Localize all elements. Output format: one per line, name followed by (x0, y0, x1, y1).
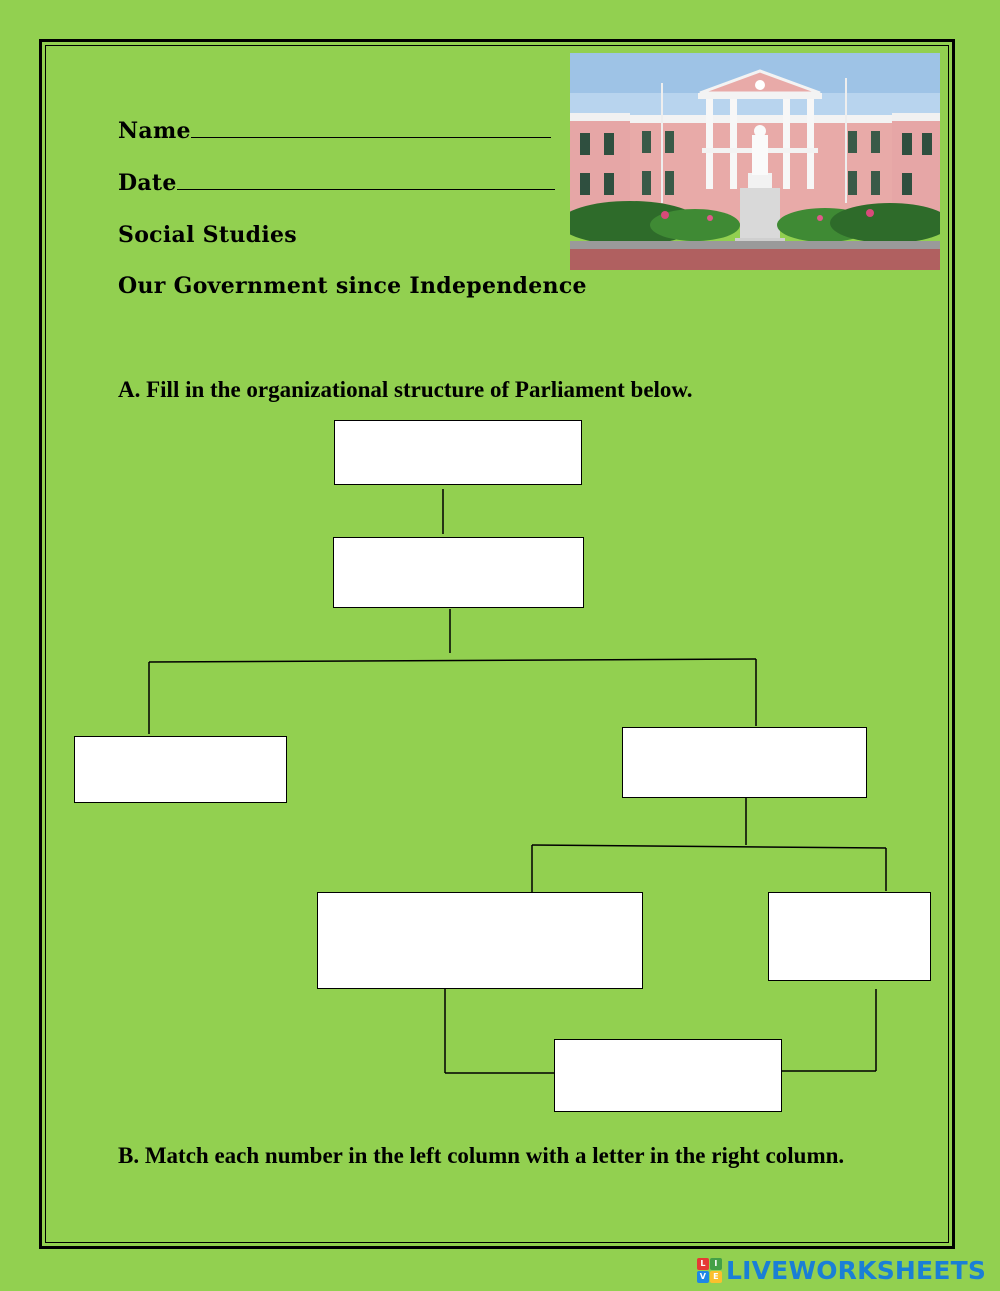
subject-heading: Social Studies (118, 222, 297, 248)
logo-letter: I (710, 1257, 722, 1270)
date-label: Date (118, 170, 177, 196)
page-border-outer (39, 39, 955, 1249)
org-box-lower-right[interactable] (768, 892, 931, 981)
liveworksheets-logo-icon: L I V E (697, 1257, 722, 1283)
topic-heading: Our Government since Independence (118, 273, 587, 299)
logo-letter: E (710, 1270, 722, 1283)
org-box-top[interactable] (334, 420, 582, 485)
page-border-inner (45, 45, 949, 1243)
org-box-right-branch[interactable] (622, 727, 867, 798)
org-box-lower-left[interactable] (317, 892, 643, 989)
org-box-left-branch[interactable] (74, 736, 287, 803)
org-box-second[interactable] (333, 537, 584, 608)
logo-letter: L (697, 1257, 709, 1270)
name-line: Name (118, 118, 551, 144)
section-a-instruction: A. Fill in the organizational structure … (118, 377, 693, 402)
liveworksheets-branding: L I V E LIVEWORKSHEETS (697, 1255, 986, 1285)
logo-letter: V (697, 1270, 709, 1283)
building-illustration (570, 53, 940, 270)
section-b-instruction: B. Match each number in the left column … (118, 1143, 845, 1168)
org-box-bottom[interactable] (554, 1039, 782, 1112)
date-line: Date (118, 170, 555, 196)
parliament-building-photo (570, 53, 940, 270)
name-blank[interactable] (190, 119, 551, 138)
liveworksheets-wordmark: LIVEWORKSHEETS (726, 1255, 987, 1285)
name-label: Name (118, 118, 191, 144)
date-blank[interactable] (176, 171, 555, 190)
